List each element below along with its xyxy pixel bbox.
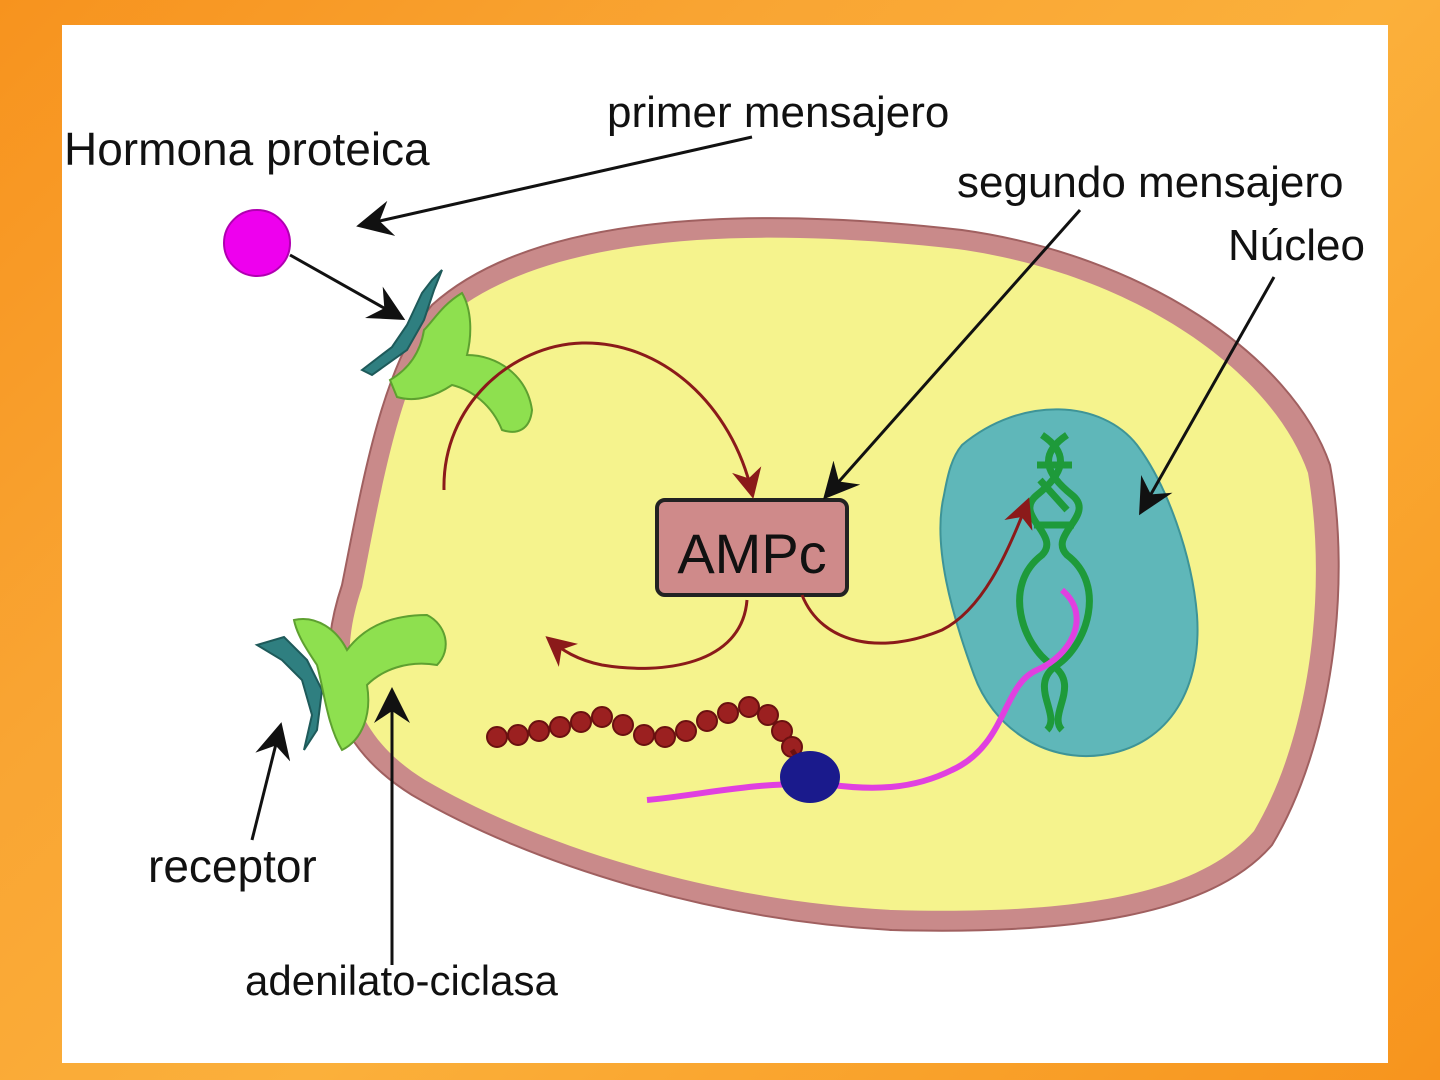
ribosome (780, 751, 840, 803)
label-hormone: Hormona proteica (64, 123, 430, 175)
adenylate-cyclase-top (388, 291, 534, 433)
pathway-arrows (442, 341, 1033, 670)
label-second-messenger: segundo mensajero (957, 158, 1343, 207)
receptor-top (360, 269, 443, 377)
nucleus (939, 408, 1199, 758)
arrow-second-messenger (823, 209, 1082, 500)
label-adenylate-cyclase: adenilato-ciclasa (245, 957, 558, 1004)
slide-canvas: AMPc Hormona proteica primer mensajero s… (62, 25, 1388, 1063)
camp-box (655, 498, 849, 597)
hormone-molecule (223, 209, 291, 277)
arrow-nucleus (1139, 276, 1276, 516)
arrow-cyclase-to-camp (442, 341, 762, 499)
arrow-hormone-to-receptor (289, 253, 406, 320)
label-first-messenger: primer mensajero (607, 88, 949, 137)
adenylate-cyclase-bottom (292, 613, 447, 752)
dna-strand (1016, 432, 1093, 733)
label-arrows (250, 135, 1276, 965)
second-messenger-diagram: AMPc Hormona proteica primer mensajero s… (64, 88, 1365, 1004)
receptor-bottom (254, 635, 324, 751)
label-nucleus: Núcleo (1228, 221, 1365, 270)
label-receptor: receptor (148, 840, 317, 892)
arrow-camp-to-nucleus (800, 497, 1033, 645)
arrow-camp-to-protein (545, 599, 749, 670)
arrow-receptor (250, 722, 291, 841)
arrow-first-messenger (356, 135, 753, 236)
mrna (646, 587, 1080, 803)
camp-label: AMPc (677, 522, 826, 585)
protein-chain (486, 696, 803, 758)
